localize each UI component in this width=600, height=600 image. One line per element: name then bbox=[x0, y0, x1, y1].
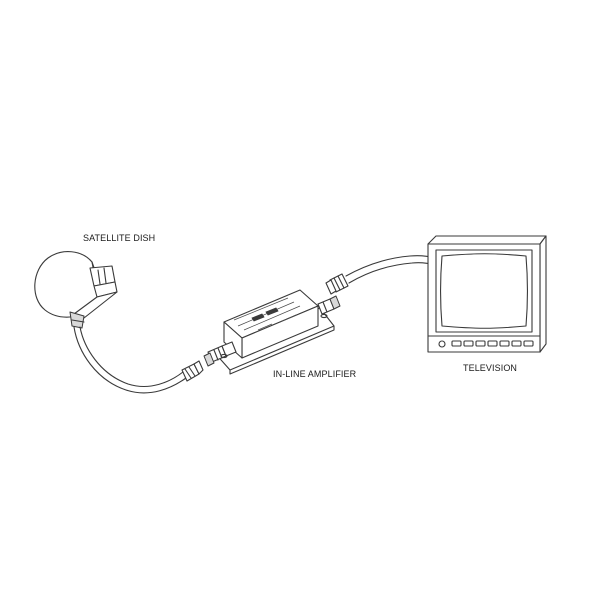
satellite-dish bbox=[34, 251, 118, 329]
tv-cable bbox=[325, 255, 437, 295]
satellite-dish-label: SATELLITE DISH bbox=[83, 233, 156, 243]
in-line-amplifier-label: IN-LINE AMPLIFIER bbox=[273, 369, 357, 379]
in-line-amplifier bbox=[203, 289, 341, 375]
television bbox=[427, 235, 547, 353]
television-label: TELEVISION bbox=[463, 363, 518, 373]
dish-cable bbox=[73, 326, 204, 394]
